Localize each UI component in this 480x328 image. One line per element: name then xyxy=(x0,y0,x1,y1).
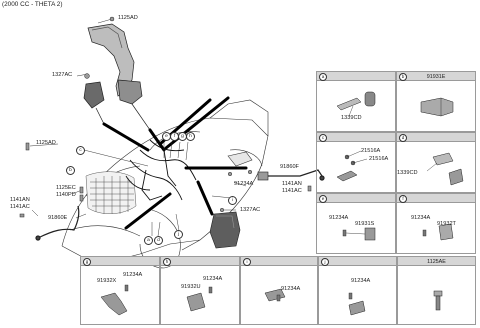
cell-b-part-number: 91931E xyxy=(426,74,446,80)
cell-header xyxy=(81,257,159,266)
cell-header xyxy=(241,257,317,266)
grille xyxy=(85,171,137,214)
engine-harness xyxy=(125,139,197,201)
part-label-1125AD-top: 1125AD xyxy=(118,15,138,21)
cell-header xyxy=(317,72,395,81)
cell-f-label-2: 91932T xyxy=(437,221,456,227)
part-label-91234A: 91234A xyxy=(234,181,254,187)
cell-c-drawing xyxy=(336,150,368,182)
part-label-1125EC: 1125EC xyxy=(56,185,76,191)
cell-letter: b xyxy=(399,73,407,81)
detail-cell-j: j 91234A xyxy=(318,256,397,325)
cell-k-part-number: 1125AE xyxy=(427,259,446,265)
cell-header xyxy=(317,133,395,142)
part-label-91860E: 91860E xyxy=(48,215,68,221)
battery-cable-right xyxy=(257,169,325,181)
callout-i: i xyxy=(228,196,237,205)
cell-e-drawing xyxy=(342,227,376,241)
cell-letter: a xyxy=(319,73,327,81)
callout-c: c xyxy=(76,146,85,155)
detail-cell-a: a 1339CD xyxy=(316,71,396,132)
cell-header xyxy=(161,257,239,266)
cell-header xyxy=(397,194,475,203)
leader-lines-thin xyxy=(29,18,247,237)
upper-harness-assembly xyxy=(83,23,151,131)
cell-f-drawing xyxy=(422,223,454,241)
cell-g-label-2: 91932X xyxy=(97,278,117,284)
cell-letter: e xyxy=(319,195,327,203)
cell-letter: c xyxy=(319,134,327,142)
cell-letter: h xyxy=(163,258,171,266)
cell-g-drawing xyxy=(100,284,129,316)
cell-a-label-1: 1339CD xyxy=(341,115,362,121)
detail-cell-f: f 91234A 91932T xyxy=(396,193,476,254)
part-label-1141AN-left: 1141AN xyxy=(10,197,30,203)
detail-cell-k: 1125AE xyxy=(397,256,476,325)
callout-j: j xyxy=(174,230,183,239)
cell-d-drawing xyxy=(426,152,464,186)
fasteners xyxy=(19,16,312,218)
cell-header xyxy=(397,133,475,142)
cell-h-label-1: 91234A xyxy=(203,276,223,282)
callout-d: d xyxy=(154,236,163,245)
detail-cell-d: d 1339CD xyxy=(396,132,476,193)
cell-j-label-1: 91234A xyxy=(351,278,371,284)
cell-header xyxy=(397,72,475,81)
cell-header xyxy=(319,257,396,266)
cell-e-label-1: 91234A xyxy=(329,215,349,221)
part-label-1141AN-right: 1141AN xyxy=(282,181,302,187)
callout-a: a xyxy=(144,236,153,245)
cell-c-label-1: 21516A xyxy=(361,148,381,154)
cell-letter: d xyxy=(399,134,407,142)
cell-header xyxy=(398,257,475,266)
part-label-1141AC-left: 1141AC xyxy=(10,204,30,210)
detail-cell-i: i 91234A xyxy=(240,256,318,325)
part-label-1125AD-left: 1125AD xyxy=(36,140,56,146)
cell-f-label-1: 91234A xyxy=(411,215,431,221)
callout-h: h xyxy=(186,132,195,141)
detail-cell-c: c 21516A 21516A xyxy=(316,132,396,193)
callout-b: b xyxy=(66,166,75,175)
cell-header xyxy=(317,194,395,203)
part-label-91860F: 91860F xyxy=(280,164,299,170)
cell-j-drawing xyxy=(348,292,366,316)
part-label-1141AC-right: 1141AC xyxy=(282,188,302,194)
cell-b-drawing xyxy=(420,97,454,117)
cell-h-drawing xyxy=(186,286,213,312)
cell-i-label-1: 91234A xyxy=(281,286,301,292)
part-label-1327AC-right: 1327AC xyxy=(240,207,261,213)
battery-cable-left xyxy=(35,205,80,241)
cell-letter: g xyxy=(83,258,91,266)
cell-c-label-2: 21516A xyxy=(369,156,389,162)
cell-d-label-1: 1339CD xyxy=(397,170,418,176)
part-label-1327AC-top: 1327AC xyxy=(52,72,73,78)
cell-e-label-2: 91931S xyxy=(355,221,375,227)
cell-g-label-1: 91234A xyxy=(123,272,143,278)
detail-cell-b: b 91931E xyxy=(396,71,476,132)
cell-a-drawing xyxy=(336,91,376,117)
detail-cell-h: h 91234A 91932U xyxy=(160,256,240,325)
part-label-1140PD: 1140PD xyxy=(56,192,76,198)
detail-cell-e: e 91234A 91931S xyxy=(316,193,396,254)
cell-h-label-2: 91932U xyxy=(181,284,201,290)
cell-letter: j xyxy=(321,258,329,266)
cell-letter: i xyxy=(243,258,251,266)
fuse-box xyxy=(209,211,241,249)
cell-letter: f xyxy=(399,195,407,203)
page-title: (2000 CC - THETA 2) xyxy=(2,1,63,8)
car-outline xyxy=(61,99,269,269)
cell-i-drawing xyxy=(264,288,286,302)
cell-k-drawing xyxy=(433,290,443,311)
detail-cell-g: g 91234A 91932X xyxy=(80,256,160,325)
